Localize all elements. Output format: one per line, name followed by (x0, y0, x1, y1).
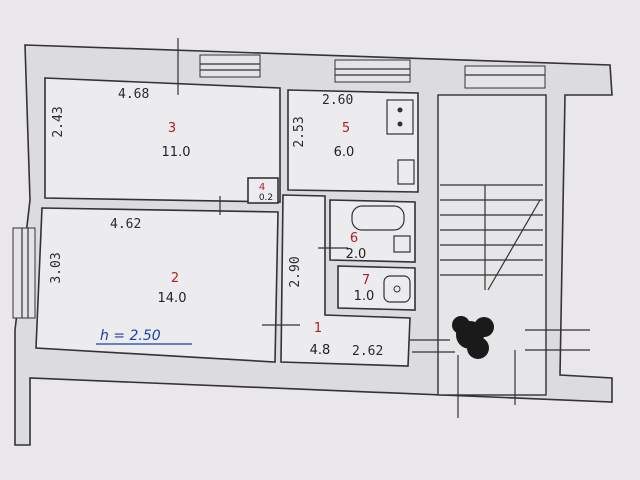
room-5-number: 5 (342, 121, 350, 136)
room-3-side-dim: 2.43 (51, 106, 66, 137)
room-1-number: 1 (314, 321, 322, 336)
room-5-area: 6.0 (334, 145, 355, 160)
room-7 (337, 265, 416, 311)
room-1-area: 4.8 (310, 343, 331, 358)
room-4-area: 0.2 (259, 193, 273, 203)
room-5-side-dim: 2.53 (292, 116, 307, 147)
room-1-side-dim: 2.90 (288, 256, 303, 287)
room-4-number: 4 (259, 182, 265, 193)
wall-ticks (177, 38, 516, 418)
room-3 (44, 77, 281, 203)
room-3-top-dim: 4.68 (118, 87, 149, 102)
window-left (12, 227, 36, 319)
bathtub (351, 205, 405, 231)
room-6-number: 6 (350, 231, 358, 246)
ceiling-height: h = 2.50 (100, 328, 161, 344)
room-6-area: 2.0 (346, 247, 367, 262)
room-4 (247, 177, 279, 204)
toilet (383, 275, 411, 303)
stairwell (437, 94, 590, 396)
kitchen-sink (397, 159, 415, 185)
room-3-number: 3 (168, 121, 176, 136)
room-7-number: 7 (362, 273, 370, 288)
room-7-area: 1.0 (354, 289, 375, 304)
room-2-area: 14.0 (158, 291, 187, 306)
room-2-number: 2 (171, 271, 179, 286)
room-2 (35, 207, 279, 363)
room-3-area: 11.0 (162, 145, 191, 160)
room-2-side-dim: 3.03 (49, 252, 64, 283)
room-6 (329, 199, 416, 263)
room-1 (280, 194, 411, 367)
windows-top (199, 54, 546, 89)
room-5 (287, 89, 419, 193)
room-1-bottom-dim: 2.62 (352, 344, 383, 359)
sink (393, 235, 411, 253)
stove (386, 99, 414, 135)
room-5-top-dim: 2.60 (322, 93, 353, 108)
ink-blot (452, 316, 494, 359)
room-2-top-dim: 4.62 (110, 217, 141, 232)
